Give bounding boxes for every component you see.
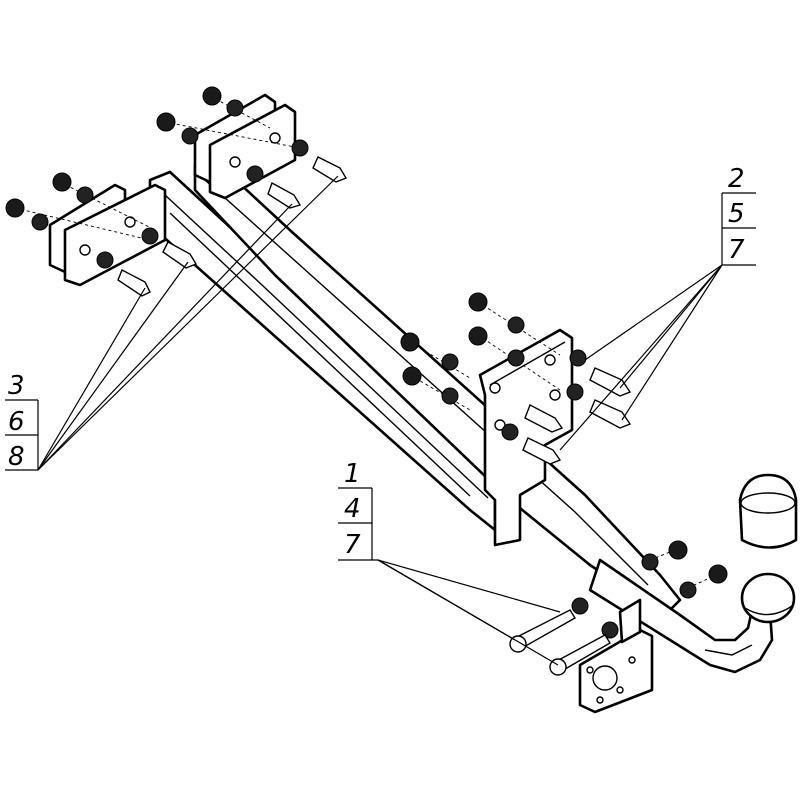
washer-icon (507, 349, 525, 367)
washer-icon (181, 127, 199, 145)
left-fasteners (5, 86, 309, 269)
callout-left-label-2: 6 (8, 407, 25, 437)
washer-icon (641, 553, 659, 571)
washer-icon (96, 251, 114, 269)
nut-icon (52, 172, 72, 192)
callout-leaders-left (37, 175, 339, 471)
bolt-icon (522, 437, 562, 465)
nut-icon (668, 540, 688, 560)
bolt-icon (117, 269, 151, 297)
nut-icon (400, 332, 420, 352)
washer-icon (291, 139, 309, 157)
callout-right-label-1: 2 (728, 164, 745, 194)
left-bracket-plate-front (48, 183, 167, 287)
washer-icon (507, 316, 525, 334)
left-bracket-plate-rear (193, 93, 297, 200)
washer-icon (76, 186, 94, 204)
washer-icon (441, 353, 459, 371)
main-beam (148, 156, 682, 617)
center-fasteners (400, 292, 587, 441)
nut-icon (156, 112, 176, 132)
washer-icon (571, 597, 589, 615)
washer-icon (679, 581, 697, 599)
center-bracket (478, 328, 574, 547)
washer-icon (601, 621, 619, 639)
socket-plate-bolts (509, 609, 611, 676)
washer-icon (141, 227, 159, 245)
bolt-icon (267, 181, 302, 209)
center-bolts (522, 367, 632, 465)
washer-icon (246, 165, 264, 183)
tow-ball-neck (588, 558, 774, 674)
callout-right: 2 5 7 (721, 164, 756, 266)
washer-icon (566, 383, 584, 401)
nut-icon (708, 564, 728, 584)
bolt-icon (312, 156, 348, 183)
bolt-icon (162, 241, 198, 269)
washer-icon (569, 349, 587, 367)
washer-icon (226, 99, 244, 117)
callout-left-label-3: 8 (8, 442, 25, 472)
callout-left-label-1: 3 (8, 371, 25, 401)
callout-center: 1 4 7 (338, 459, 378, 561)
tow-ball-fasteners (641, 540, 728, 599)
nut-icon (468, 326, 488, 346)
washer-icon (31, 213, 49, 231)
bolt-icon (589, 399, 632, 429)
washer-icon (441, 387, 459, 405)
bolt-icon (524, 404, 564, 433)
tow-ball (740, 572, 796, 624)
nut-icon (5, 198, 25, 218)
tow-ball-cap (738, 473, 798, 549)
nut-icon (402, 366, 422, 386)
callout-leaders-center (377, 559, 561, 666)
callout-left: 3 6 8 (5, 371, 39, 472)
callout-center-label-1: 1 (344, 459, 361, 489)
washer-icon (501, 423, 519, 441)
nut-icon (468, 292, 488, 312)
socket-plate (571, 597, 654, 714)
nut-icon (202, 86, 222, 106)
callout-center-label-2: 4 (344, 494, 361, 524)
callout-right-label-2: 5 (728, 199, 745, 229)
callout-leaders-right (559, 264, 723, 451)
bolt-icon (589, 367, 632, 397)
callout-right-label-3: 7 (728, 235, 745, 265)
callout-center-label-3: 7 (344, 530, 361, 560)
